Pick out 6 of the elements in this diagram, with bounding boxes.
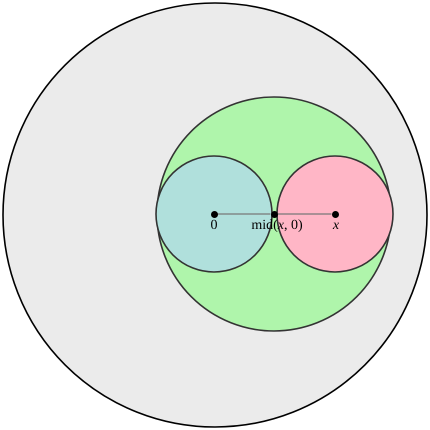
right-circle	[276, 155, 394, 273]
line-segment	[278, 213, 332, 215]
point-label: x	[332, 218, 340, 234]
point-label: 0	[210, 218, 218, 234]
line-segment	[218, 213, 270, 215]
middle-circle	[156, 96, 392, 332]
